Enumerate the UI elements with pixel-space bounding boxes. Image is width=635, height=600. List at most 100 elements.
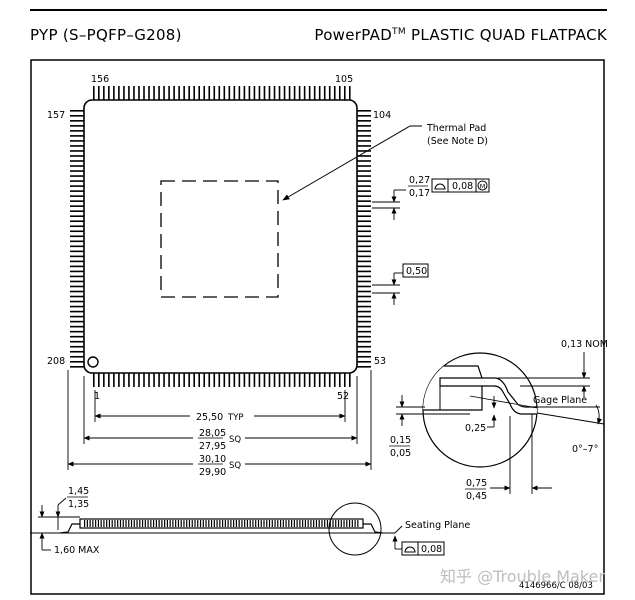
bottom-lead bbox=[128, 373, 130, 387]
foot-length-min: 0,45 bbox=[466, 491, 487, 502]
profile-lead bbox=[321, 520, 323, 527]
seating-plane-leader bbox=[394, 525, 403, 534]
top-lead bbox=[193, 86, 195, 100]
profile-lead bbox=[133, 520, 135, 527]
bottom-lead bbox=[263, 373, 266, 387]
right-lead bbox=[357, 190, 371, 192]
bottom-lead bbox=[238, 373, 241, 387]
left-lead bbox=[70, 165, 84, 167]
top-lead bbox=[128, 86, 130, 100]
coplanarity-profile-icon bbox=[404, 546, 416, 553]
right-lead bbox=[357, 270, 371, 273]
profile-lead bbox=[213, 520, 215, 527]
profile-lead bbox=[324, 520, 326, 527]
body-size-min: 27,95 bbox=[199, 441, 226, 452]
top-lead bbox=[273, 86, 276, 100]
left-lead bbox=[70, 315, 84, 318]
nom-label: 0,13 NOM bbox=[561, 339, 608, 350]
right-lead bbox=[357, 165, 371, 167]
top-lead bbox=[323, 86, 326, 100]
right-lead bbox=[357, 160, 371, 162]
bottom-lead bbox=[203, 373, 206, 387]
profile-lead bbox=[257, 520, 260, 527]
top-lead bbox=[153, 86, 155, 100]
right-lead bbox=[357, 355, 371, 358]
pin1-marker bbox=[87, 356, 99, 368]
profile-lead bbox=[84, 520, 86, 527]
right-leads bbox=[357, 110, 371, 368]
profile-lead bbox=[282, 520, 284, 527]
right-lead bbox=[357, 300, 371, 303]
profile-lead bbox=[108, 520, 111, 527]
bottom-lead bbox=[198, 373, 201, 387]
profile-lead bbox=[285, 520, 287, 527]
profile-lead bbox=[106, 520, 108, 527]
top-lead bbox=[183, 86, 185, 100]
bottom-lead bbox=[253, 373, 256, 387]
profile-lead bbox=[252, 520, 254, 527]
pin-number-157: 157 bbox=[47, 110, 65, 121]
profile-lead bbox=[235, 520, 237, 527]
left-lead bbox=[70, 345, 84, 348]
left-lead bbox=[70, 260, 84, 263]
bottom-lead bbox=[178, 373, 180, 387]
pin-number-53: 53 bbox=[374, 356, 386, 367]
left-lead bbox=[70, 320, 84, 323]
profile-lead bbox=[164, 520, 166, 527]
standoff-max: 0,15 bbox=[390, 435, 411, 446]
right-lead bbox=[357, 260, 371, 263]
thermal-pad-outline bbox=[160, 180, 279, 298]
bottom-lead bbox=[188, 373, 190, 387]
profile-lead bbox=[307, 520, 309, 527]
right-lead bbox=[357, 145, 371, 147]
profile-lead bbox=[186, 520, 188, 527]
left-lead bbox=[70, 215, 84, 218]
left-lead bbox=[70, 230, 84, 233]
right-lead bbox=[357, 290, 371, 293]
top-lead bbox=[343, 86, 346, 100]
bottom-lead bbox=[223, 373, 226, 387]
right-lead bbox=[357, 240, 371, 243]
top-lead bbox=[333, 86, 336, 100]
gage-plane-label: Gage Plane bbox=[533, 395, 587, 406]
right-lead bbox=[357, 175, 371, 177]
top-lead bbox=[163, 86, 165, 100]
profile-lead bbox=[92, 520, 94, 527]
right-lead bbox=[357, 330, 371, 333]
right-lead bbox=[357, 135, 371, 137]
profile-lead bbox=[147, 520, 149, 527]
right-lead bbox=[357, 265, 371, 268]
right-lead bbox=[357, 340, 371, 343]
top-lead bbox=[143, 86, 145, 100]
detail-contents bbox=[423, 365, 537, 415]
left-lead bbox=[70, 355, 84, 358]
trademark-mark: TM bbox=[392, 27, 406, 37]
top-lead bbox=[118, 86, 120, 100]
top-lead bbox=[198, 86, 201, 100]
bottom-lead bbox=[213, 373, 216, 387]
profile-lead bbox=[150, 520, 152, 527]
left-lead bbox=[70, 205, 84, 207]
watermark-text: 知乎 @Trouble Maker bbox=[440, 567, 605, 586]
top-lead bbox=[308, 86, 311, 100]
profile-lead bbox=[125, 520, 127, 527]
bottom-lead bbox=[268, 373, 271, 387]
right-lead bbox=[357, 205, 371, 207]
top-lead bbox=[218, 86, 221, 100]
right-lead bbox=[357, 230, 371, 233]
left-lead bbox=[70, 235, 84, 238]
left-lead bbox=[70, 255, 84, 258]
pin-number-156: 156 bbox=[91, 74, 109, 85]
bottom-lead bbox=[143, 373, 145, 387]
profile-lead bbox=[119, 520, 122, 527]
profile-lead bbox=[111, 520, 113, 527]
profile-lead bbox=[114, 520, 116, 527]
body-height-leader bbox=[57, 497, 67, 506]
profile-lead bbox=[277, 520, 279, 527]
bottom-lead bbox=[183, 373, 185, 387]
left-lead bbox=[70, 135, 84, 137]
top-lead bbox=[103, 86, 105, 100]
profile-lead-left bbox=[59, 523, 80, 534]
body-size-max: 28,05 bbox=[199, 428, 226, 439]
bottom-lead bbox=[98, 373, 100, 387]
